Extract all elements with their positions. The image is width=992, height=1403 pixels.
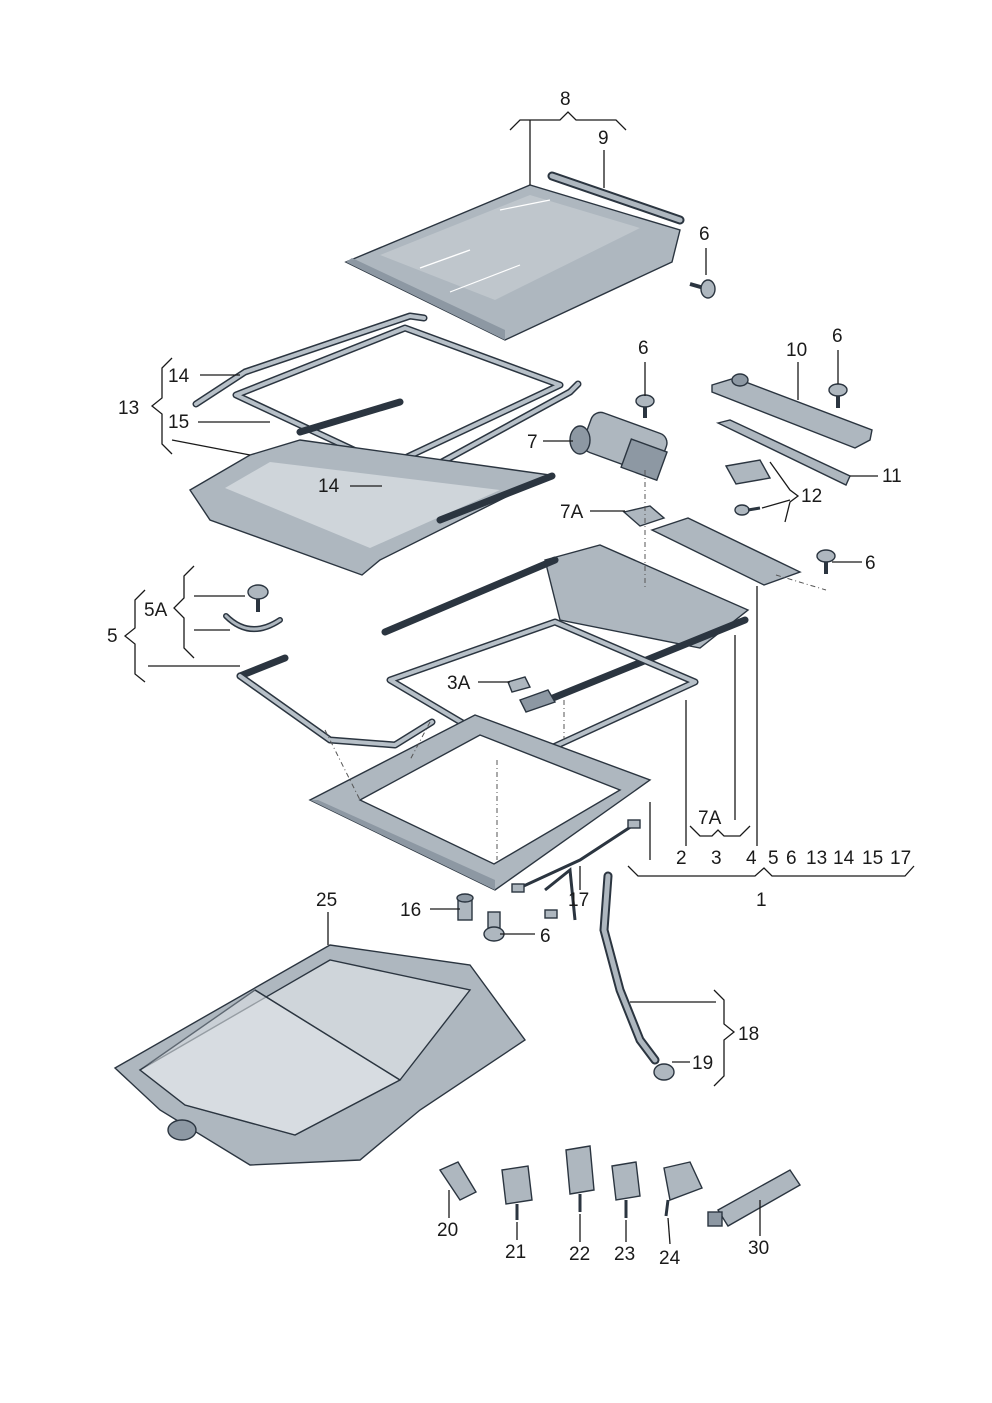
- callout-22: 22: [569, 1244, 590, 1265]
- callout-15: 15: [168, 412, 189, 433]
- screw-part: [635, 394, 655, 418]
- wiring-harness-part: [511, 819, 641, 921]
- callout-3: 3: [711, 848, 722, 869]
- glass-panel-part: [344, 184, 681, 341]
- callout-13: 13: [118, 398, 139, 419]
- callout-8: 8: [560, 89, 571, 110]
- callout-25: 25: [316, 890, 337, 911]
- motor-bracket-part: [622, 505, 666, 527]
- callout-12: 12: [801, 486, 822, 507]
- screw-part: [689, 279, 716, 299]
- hose-connector-part: [653, 1063, 675, 1081]
- callout-labels: 8 9 6 14 13 15 14 6 7 7A 10 6 11 12 6 5A…: [107, 89, 911, 1269]
- callout-30: 30: [748, 1238, 769, 1259]
- screw-part: [816, 549, 836, 574]
- callout-7: 7: [527, 432, 538, 453]
- callout-14: 14: [318, 476, 340, 497]
- callout-7a: 7A: [698, 808, 722, 829]
- bolt-part: [483, 911, 505, 942]
- callout-6: 6: [699, 224, 710, 245]
- callout-6: 6: [540, 926, 551, 947]
- clip-part-20: [438, 1161, 477, 1201]
- cover-plate-part: [650, 517, 802, 586]
- frame-seal-set-part: [189, 312, 582, 576]
- drive-motor-part: [569, 411, 668, 482]
- assembly-list-14: 14: [833, 848, 855, 869]
- callout-14: 14: [168, 366, 190, 387]
- callout-21: 21: [505, 1242, 526, 1263]
- alignment-lines: [324, 470, 827, 860]
- assembly-list-13: 13: [806, 848, 827, 869]
- glass-seal-strip-part: [547, 171, 685, 225]
- callout-3a: 3A: [447, 673, 471, 694]
- callout-2: 2: [676, 848, 687, 869]
- clip-part-23: [611, 1161, 641, 1218]
- callout-19: 19: [692, 1053, 713, 1074]
- callout-5: 5: [107, 626, 118, 647]
- callout-4: 4: [746, 848, 757, 869]
- callout-23: 23: [614, 1244, 635, 1265]
- roof-mechanism-frame-part: [381, 544, 750, 713]
- callout-9: 9: [598, 128, 609, 149]
- callout-24: 24: [659, 1248, 681, 1269]
- callout-11: 11: [882, 466, 902, 487]
- callout-7a: 7A: [560, 502, 584, 523]
- bolt-part: [456, 893, 474, 921]
- callout-6: 6: [638, 338, 649, 359]
- screw-part: [828, 383, 848, 408]
- clip-part-21: [501, 1165, 533, 1220]
- clip-part-22: [565, 1145, 595, 1212]
- leader-lines: [123, 111, 915, 1245]
- trim-parts: [223, 613, 436, 749]
- callout-18: 18: [738, 1024, 759, 1045]
- callout-5a: 5A: [144, 600, 168, 621]
- assembly-list-6: 6: [786, 848, 797, 869]
- callout-6: 6: [832, 326, 843, 347]
- roller-blind-frame-part: [113, 944, 526, 1166]
- callout-6: 6: [865, 553, 876, 574]
- screw-part: [734, 504, 761, 516]
- callout-20: 20: [437, 1220, 458, 1241]
- assembly-list-5: 5: [768, 848, 779, 869]
- clip-part-24: [663, 1161, 703, 1217]
- rail-parts: [711, 373, 873, 486]
- assembly-list-17: 17: [890, 848, 911, 869]
- roof-frame-part: [308, 714, 652, 891]
- callout-10: 10: [786, 340, 807, 361]
- sealant-tube-part: [707, 1169, 801, 1227]
- callout-17: 17: [568, 890, 589, 911]
- callout-16: 16: [400, 900, 421, 921]
- screw-part: [247, 584, 269, 612]
- assembly-list-15: 15: [862, 848, 883, 869]
- drain-hose-part: [599, 871, 660, 1065]
- callout-1: 1: [756, 890, 767, 911]
